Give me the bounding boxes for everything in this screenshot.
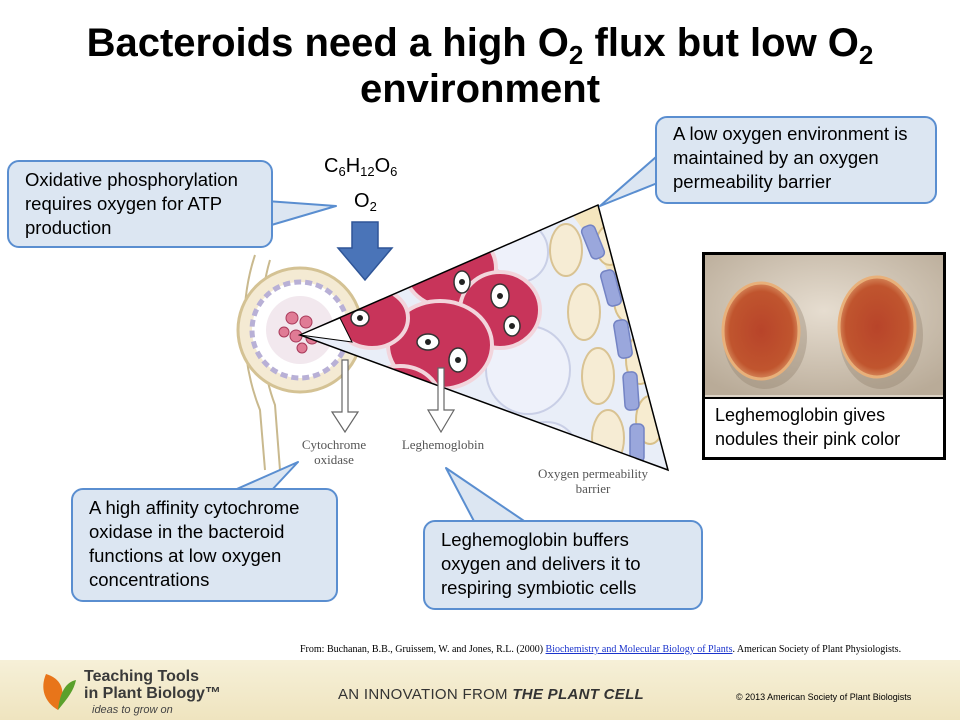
citation: From: Buchanan, B.B., Gruissem, W. and J… xyxy=(300,644,902,655)
brand-tagline: ideas to grow on xyxy=(92,704,173,716)
innovation-text: AN INNOVATION FROM THE PLANT CELL xyxy=(338,686,645,703)
label-leghemoglobin: Leghemoglobin xyxy=(401,437,485,452)
hollow-arrows xyxy=(330,359,456,434)
callout-oxidative-phosphorylation: Oxidative phosphorylation requires oxyge… xyxy=(7,160,273,248)
brand-name: Teaching Tools in Plant Biology™ xyxy=(84,668,221,702)
glucose-formula: C6H12O6 xyxy=(324,155,398,179)
oxygen-arrow xyxy=(336,221,394,282)
nodule-circle xyxy=(236,266,364,394)
photo-caption: Leghemoglobin gives nodules their pink c… xyxy=(705,397,943,457)
slide-title: Bacteroids need a high O2 flux but low O… xyxy=(86,21,874,111)
nodule-photo-image xyxy=(705,255,943,395)
label-cytochrome-oxidase: Cytochrome oxidase xyxy=(301,437,367,467)
nodule-photo: Leghemoglobin gives nodules their pink c… xyxy=(702,252,946,460)
callout-low-oxygen: A low oxygen environment is maintained b… xyxy=(655,116,937,204)
label-oxygen-barrier: Oxygen permeability barrier xyxy=(537,466,649,496)
oxygen-formula: O2 xyxy=(354,190,377,214)
callout-cytochrome-oxidase: A high affinity cytochrome oxidase in th… xyxy=(71,488,338,602)
footer-bar: Teaching Tools in Plant Biology™ ideas t… xyxy=(0,660,960,720)
copyright: © 2013 American Society of Plant Biologi… xyxy=(736,692,912,702)
book-link[interactable]: Biochemistry and Molecular Biology of Pl… xyxy=(545,644,733,655)
callout-leghemoglobin: Leghemoglobin buffers oxygen and deliver… xyxy=(423,520,703,610)
leaf-logo-icon xyxy=(43,674,76,710)
